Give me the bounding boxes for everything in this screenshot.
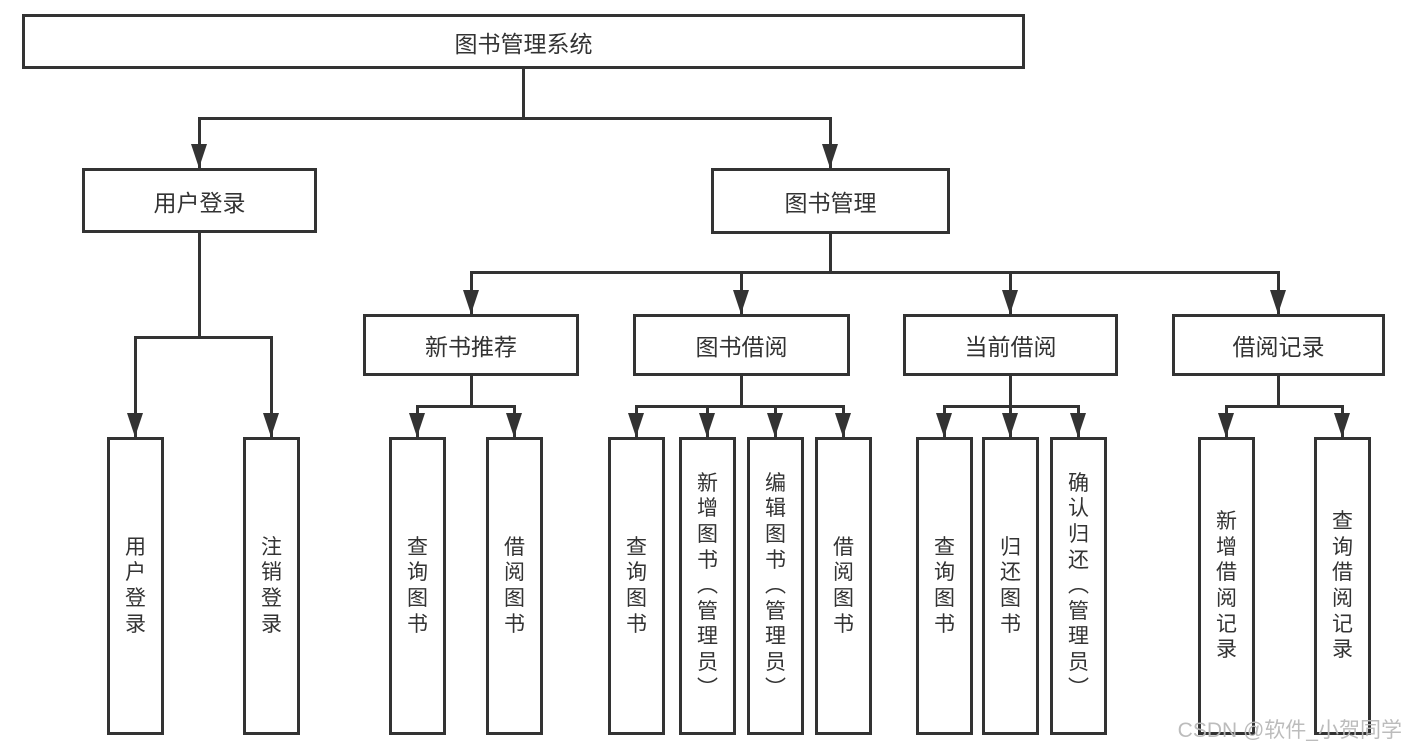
node-label: 新 增 借 阅 记 录	[1216, 510, 1237, 662]
arrowhead-down	[409, 413, 425, 437]
connector-stub	[1009, 376, 1012, 407]
node-book-management: 图书管理	[711, 168, 950, 234]
node-label: 当前借阅	[964, 334, 1057, 360]
node-add-borrow-record: 新 增 借 阅 记 录	[1198, 437, 1255, 735]
arrowhead-down	[1002, 290, 1018, 314]
node-query-books-current: 查 询 图 书	[916, 437, 973, 735]
connector-stub	[470, 376, 473, 407]
arrowhead-down	[127, 413, 143, 437]
connector-stub	[1277, 376, 1280, 407]
node-label: 图书管理系统	[454, 30, 593, 57]
node-label: 编 辑 图 书 ︵ 管 理 员 ︶	[765, 471, 786, 700]
node-book-borrowing: 图书借阅	[633, 314, 850, 376]
node-user-login-action: 用 户 登 录	[107, 437, 164, 735]
arrowhead-down	[1270, 290, 1286, 314]
node-label: 新书推荐	[425, 334, 517, 360]
arrowhead-down	[191, 144, 207, 168]
connector-user-login-stub	[198, 233, 201, 338]
connector-user-login-hline	[134, 336, 273, 339]
connector-root-left-shaft	[198, 117, 201, 168]
node-label: 借 阅 图 书	[504, 535, 525, 636]
arrowhead-down	[506, 413, 522, 437]
node-library-system: 图书管理系统	[22, 14, 1025, 69]
node-confirm-return-admin: 确 认 归 还 ︵ 管 理 员 ︶	[1050, 437, 1107, 735]
arrowhead-down	[1002, 413, 1018, 437]
arrowhead-down	[1218, 413, 1234, 437]
node-label: 图书管理	[784, 190, 877, 216]
connector-hline	[635, 405, 845, 408]
connector-root-right-shaft	[829, 117, 832, 168]
node-user-login: 用户登录	[82, 168, 317, 233]
arrowhead-down	[463, 290, 479, 314]
arrowhead-down	[1334, 413, 1350, 437]
node-label: 注 销 登 录	[261, 535, 282, 636]
node-label: 用户登录	[153, 189, 246, 216]
node-label: 确 认 归 还 ︵ 管 理 员 ︶	[1068, 471, 1089, 700]
arrowhead-down	[1070, 413, 1086, 437]
connector-book-mgmt-hline	[470, 271, 1280, 274]
node-label: 查 询 图 书	[934, 535, 955, 636]
node-label: 查 询 图 书	[407, 535, 428, 636]
node-label: 归 还 图 书	[1000, 535, 1021, 636]
arrowhead-down	[936, 413, 952, 437]
node-label: 查 询 借 阅 记 录	[1332, 510, 1353, 662]
node-query-books-borrowing: 查 询 图 书	[608, 437, 665, 735]
arrowhead-down	[835, 413, 851, 437]
arrowhead-down	[733, 290, 749, 314]
arrowhead-down	[263, 413, 279, 437]
node-current-borrowing: 当前借阅	[903, 314, 1118, 376]
node-borrow-books: 借 阅 图 书	[815, 437, 872, 735]
connector-root-hline	[198, 117, 832, 120]
arrowhead-down	[699, 413, 715, 437]
node-new-book-recommendation: 新书推荐	[363, 314, 579, 376]
arrowhead-down	[767, 413, 783, 437]
node-label: 借阅记录	[1232, 334, 1325, 360]
node-label: 借 阅 图 书	[833, 535, 854, 636]
node-edit-books-admin: 编 辑 图 书 ︵ 管 理 员 ︶	[747, 437, 804, 735]
node-borrowing-records: 借阅记录	[1172, 314, 1385, 376]
arrowhead-down	[628, 413, 644, 437]
connector-shaft	[134, 336, 137, 437]
node-return-books: 归 还 图 书	[982, 437, 1039, 735]
watermark: CSDN @软件_小贺同学	[1177, 719, 1402, 742]
node-label: 查 询 图 书	[626, 535, 647, 636]
connector-hline	[416, 405, 516, 408]
node-logout-action: 注 销 登 录	[243, 437, 300, 735]
node-query-borrow-record: 查 询 借 阅 记 录	[1314, 437, 1371, 735]
connector-root-stub	[522, 69, 525, 119]
node-label: 图书借阅	[695, 334, 788, 360]
connector-hline	[1225, 405, 1344, 408]
connector-book-mgmt-stub	[829, 234, 832, 273]
node-label: 新 增 图 书 ︵ 管 理 员 ︶	[697, 471, 718, 700]
node-query-books-recommend: 查 询 图 书	[389, 437, 446, 735]
arrowhead-down	[822, 144, 838, 168]
node-borrow-books-recommend: 借 阅 图 书	[486, 437, 543, 735]
node-label: 用 户 登 录	[125, 535, 146, 636]
connector-shaft	[270, 336, 273, 437]
connector-stub	[740, 376, 743, 407]
node-add-books-admin: 新 增 图 书 ︵ 管 理 员 ︶	[679, 437, 736, 735]
